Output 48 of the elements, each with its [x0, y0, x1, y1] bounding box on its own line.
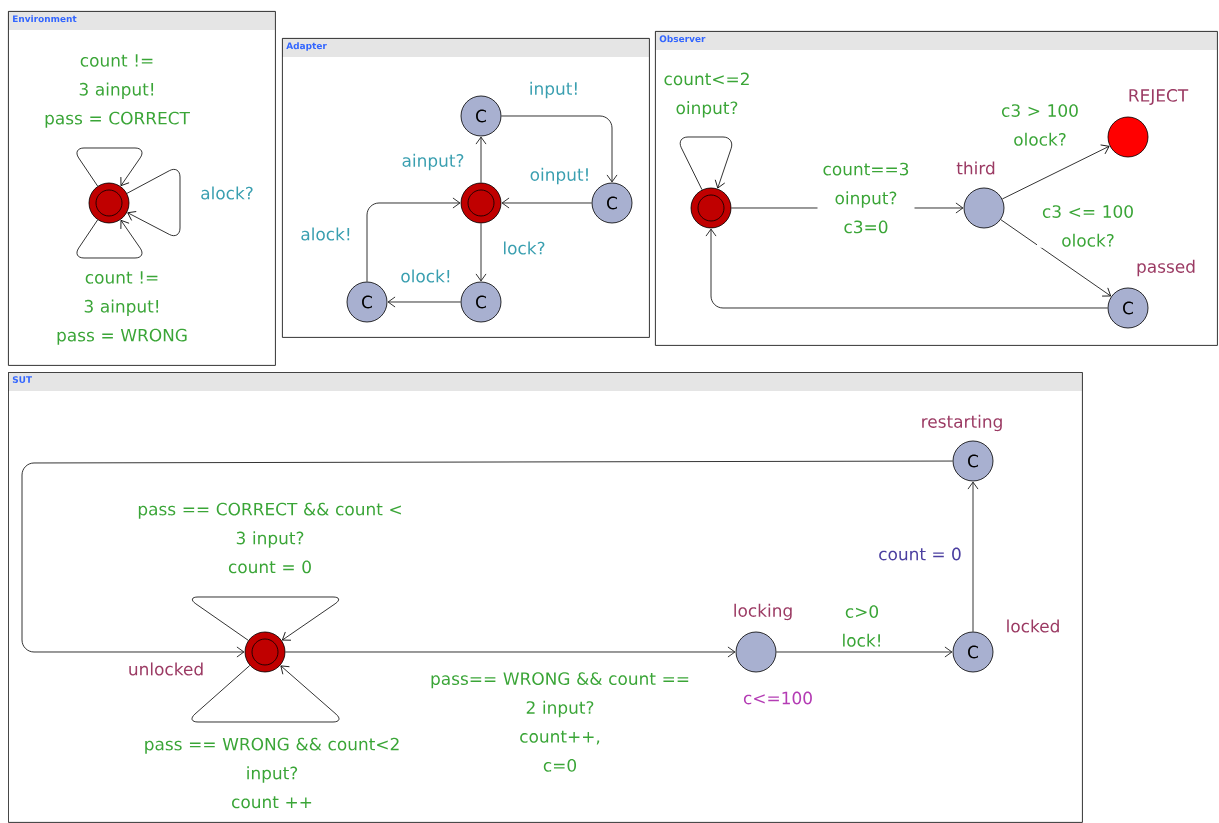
edge-label: count != 3 ainput! pass = CORRECT	[38, 53, 196, 129]
edge-label: c>0 lock!	[836, 604, 888, 648]
edge-label: pass == CORRECT && count < 3 input? count = 0	[124, 501, 416, 575]
location-label: third	[956, 161, 995, 175]
arrow	[475, 136, 487, 183]
arrow	[76, 147, 143, 187]
arrow	[501, 115, 618, 183]
arrow	[191, 596, 340, 641]
initial-location	[460, 182, 502, 224]
location-label: locked	[1007, 619, 1059, 633]
edge-label: input!	[527, 80, 581, 100]
location-label: locking	[734, 603, 792, 621]
edge-label: c3 <= 100 olock?	[1037, 204, 1139, 248]
arrow	[679, 136, 733, 191]
arrow	[776, 646, 953, 658]
location-label: unlocked	[129, 662, 203, 676]
arrow	[126, 169, 181, 237]
arrow	[475, 223, 487, 282]
location-label: REJECT	[1129, 89, 1189, 105]
arrow	[1000, 219, 1112, 297]
edge-label: pass == WRONG && count<2 input? count ++	[138, 736, 406, 810]
arrow	[366, 197, 461, 282]
arrow	[967, 481, 979, 632]
arrow	[501, 197, 592, 209]
edge-label: count = 0	[877, 546, 963, 562]
edge-label: lock?	[501, 240, 547, 256]
arrow	[191, 665, 340, 723]
edge-label: count<=2 oinput?	[658, 71, 756, 119]
edge-label: alock?	[199, 185, 255, 201]
arrow	[76, 219, 143, 259]
edge-label: count != 3 ainput! pass = WRONG	[51, 270, 193, 346]
arrow	[387, 296, 461, 308]
initial-location	[88, 182, 130, 224]
arrow	[1001, 144, 1110, 200]
edge-label: olock!	[399, 268, 453, 284]
edge-label: oinput!	[528, 166, 592, 186]
arrow	[21, 460, 953, 658]
location-label: c<=100	[743, 691, 812, 705]
edge-label: pass== WRONG && count == 2 input? count++, c=0	[416, 671, 704, 773]
initial-location	[690, 187, 732, 229]
edge-label: count==3 oinput? c3=0	[817, 161, 915, 235]
arrow	[285, 646, 736, 658]
arrow	[705, 228, 1108, 309]
edge-label: ainput?	[400, 152, 466, 172]
location-label: restarting	[922, 414, 1002, 432]
edge-label: alock!	[299, 226, 353, 242]
location-label: passed	[1137, 259, 1195, 277]
edge-label: c3 > 100 olock?	[993, 103, 1087, 147]
